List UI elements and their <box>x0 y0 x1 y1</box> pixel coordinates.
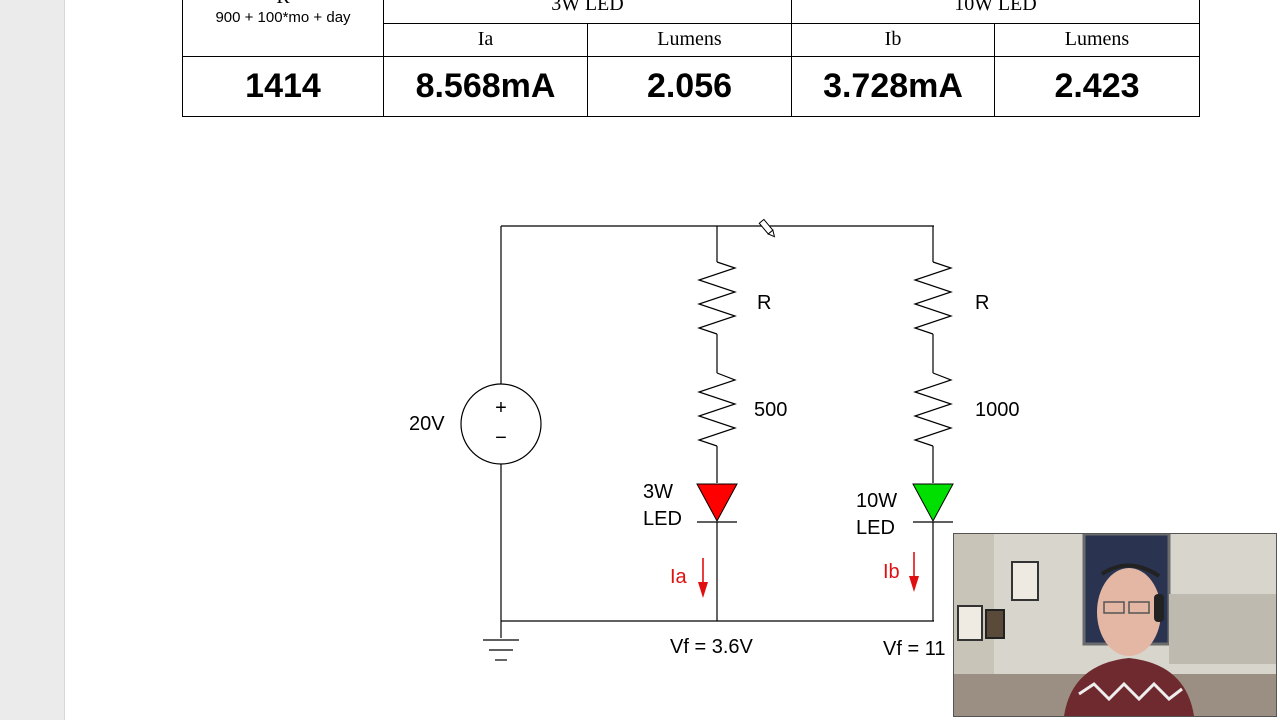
led-3w <box>696 483 738 523</box>
current-label-ia: Ia <box>670 566 688 588</box>
resistor-r-right <box>913 261 953 335</box>
col-header-lumens-b: Lumens <box>994 22 1200 58</box>
label-led-right: LED <box>856 517 895 539</box>
label-1000: 1000 <box>975 399 1020 421</box>
label-led-left: LED <box>643 508 682 530</box>
source-plus: + <box>495 397 507 419</box>
resistor-1000 <box>913 372 953 447</box>
current-arrow-ia-icon <box>698 558 708 598</box>
group-header-10w: 10W LED <box>791 0 1200 24</box>
col-header-ib: Ib <box>791 22 995 58</box>
resistor-r-left <box>697 261 737 335</box>
value-r: 1414 <box>182 56 384 117</box>
col-header-ia: Ia <box>383 22 588 58</box>
left-gutter <box>0 0 65 720</box>
col-header-lumens-a: Lumens <box>587 22 792 58</box>
resistor-500 <box>697 372 737 447</box>
r-formula: 900 + 100*mo + day <box>215 9 351 26</box>
r-header: R <box>183 0 383 7</box>
table-row: 1414 8.568mA 2.056 3.728mA 2.423 <box>182 56 1200 117</box>
value-lumens-b: 2.423 <box>994 56 1200 117</box>
webcam-overlay <box>953 533 1277 717</box>
label-3w: 3W <box>643 481 673 503</box>
vf-right-label: Vf = 11 <box>883 638 945 660</box>
circuit-wires <box>500 225 934 638</box>
label-r-right: R <box>975 292 989 314</box>
label-r-left: R <box>757 292 771 314</box>
voltage-source <box>460 383 542 465</box>
current-arrow-ib-icon <box>909 552 919 592</box>
webcam-video-image <box>954 534 1276 716</box>
value-ia: 8.568mA <box>383 56 588 117</box>
led-10w <box>912 483 954 523</box>
pencil-cursor-icon <box>758 218 776 238</box>
label-10w: 10W <box>856 490 897 512</box>
r-header-cell: R 900 + 100*mo + day <box>182 0 384 57</box>
ground-icon <box>483 639 519 661</box>
vf-left-label: Vf = 3.6V <box>670 636 753 658</box>
current-label-ib: Ib <box>883 561 900 583</box>
value-ib: 3.728mA <box>791 56 995 117</box>
label-500: 500 <box>754 399 787 421</box>
source-minus: − <box>495 427 507 449</box>
results-table: R 900 + 100*mo + day 3W LED 10W LED Ia L… <box>182 0 1200 117</box>
source-voltage-label: 20V <box>409 413 445 435</box>
